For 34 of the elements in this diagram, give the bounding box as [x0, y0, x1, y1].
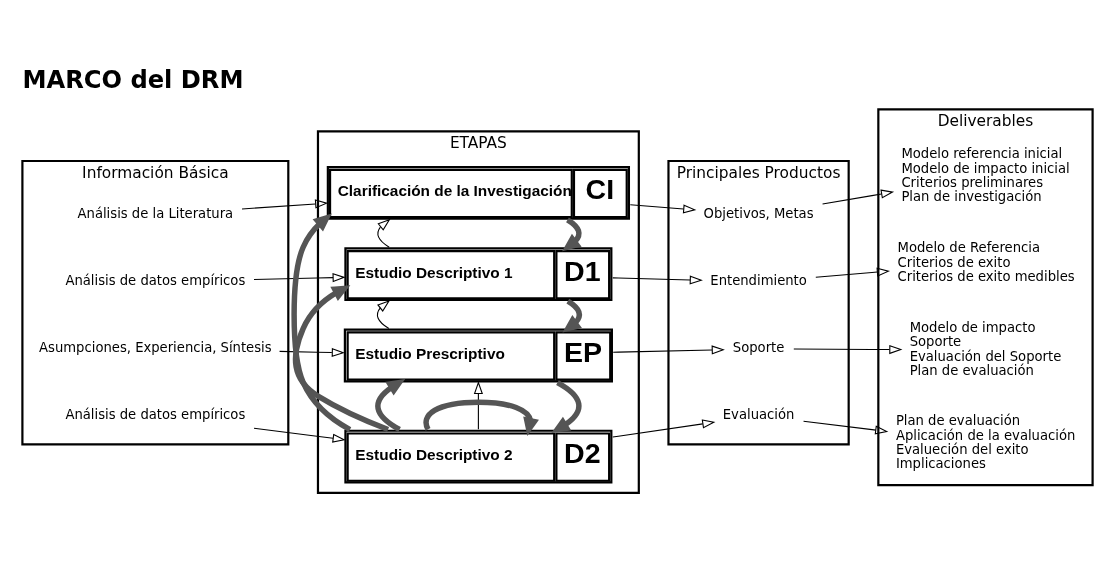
arrow	[375, 379, 406, 432]
node-text: Plan de evaluación Aplicación de la evaluación Evalueción del exito Implicaciones	[895, 413, 1076, 472]
arrow	[473, 380, 483, 430]
arrow	[423, 399, 539, 437]
diagram-title: MARCO del DRM	[22, 66, 244, 95]
node-text: Análisis de la Literatura	[77, 206, 234, 222]
node-text: Análisis de datos empíricos	[65, 407, 246, 423]
arrow	[612, 275, 703, 285]
arrow	[822, 189, 895, 205]
arrow	[803, 420, 889, 435]
arrow	[793, 344, 903, 355]
arrow	[612, 419, 716, 438]
node-text: Análisis de datos empíricos	[65, 273, 246, 289]
arrow	[291, 213, 352, 432]
arrow	[253, 427, 346, 443]
arrow	[562, 217, 582, 252]
arrow	[815, 267, 890, 278]
arrow	[562, 298, 582, 333]
arrow	[612, 345, 725, 355]
arrow	[377, 218, 391, 248]
node-text: Soporte	[732, 340, 785, 356]
node-text: Evaluación	[722, 407, 795, 423]
node-text: Entendimiento	[710, 273, 807, 289]
arrow	[376, 300, 391, 330]
node-text: Modelo de Referencia Criterios de exito Criterios de exito medibles	[897, 240, 1075, 284]
arrow	[241, 199, 329, 210]
node-text: Modelo referencia inicial Modelo de impacto inicial Criterios preliminares Plan de investigación	[901, 146, 1070, 205]
arrow	[253, 273, 346, 283]
arrow	[279, 347, 345, 358]
node-text: Objetivos, Metas	[703, 206, 814, 222]
arrow	[551, 380, 582, 434]
node-text: Modelo de impacto Soporte Evaluación del Soporte Plan de evaluación	[909, 319, 1062, 378]
arrow	[292, 285, 390, 433]
node-text: Asumpciones, Experiencia, Síntesis	[39, 340, 272, 356]
